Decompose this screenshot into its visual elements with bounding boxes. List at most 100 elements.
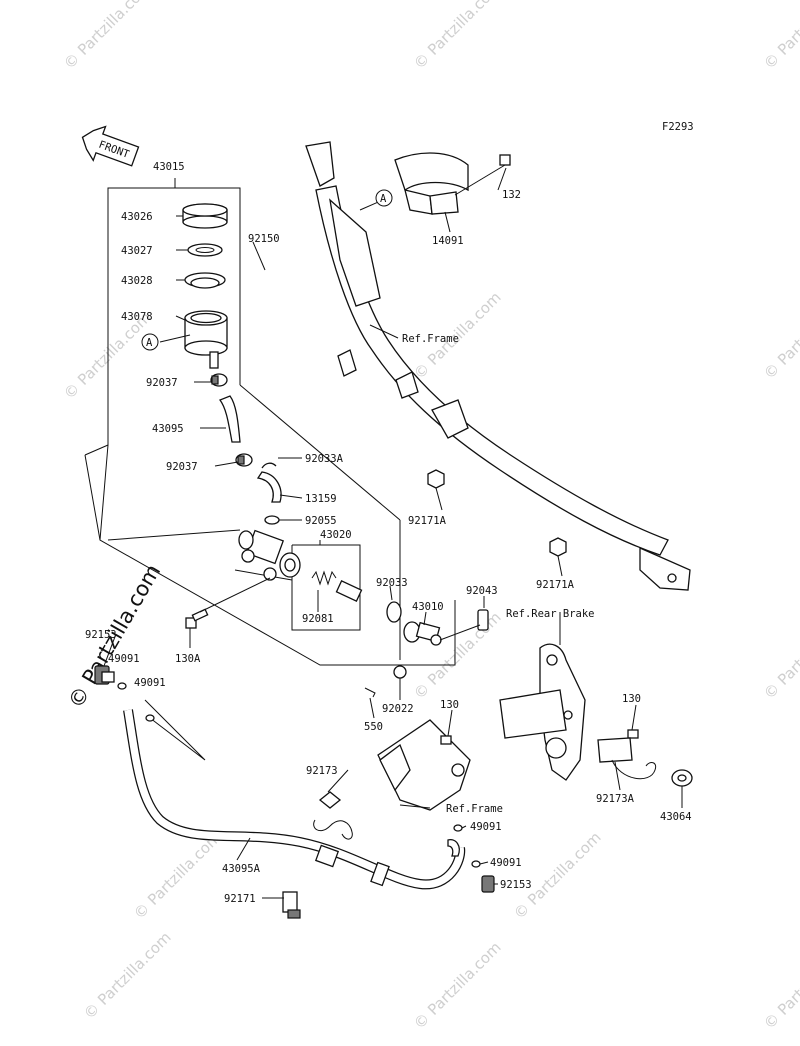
part-label-130: 130 (440, 699, 459, 711)
guard-14091 (394, 152, 469, 215)
watermark: © Partzilla.com (760, 938, 800, 1033)
oring-92055 (264, 515, 280, 525)
watermark: © Partzilla.com (760, 608, 800, 703)
part-label-92171A: 92171A (536, 579, 575, 591)
part-label-49091: 49091 (470, 821, 502, 833)
washer-49091-b (145, 714, 155, 722)
reservoir-body (184, 310, 228, 369)
clamp-92171 (282, 891, 301, 919)
bolt-130-right (627, 729, 639, 739)
part-label-43095A: 43095A (222, 863, 261, 875)
part-label-92171: 92171 (224, 893, 256, 905)
banjo-bolt-92153-upper (94, 665, 115, 685)
part-label-49091: 49091 (134, 677, 166, 689)
elbow-13159 (256, 471, 282, 503)
pushrod-43010 (403, 621, 442, 646)
part-label-13159: 13159 (305, 493, 337, 505)
part-label-92037: 92037 (166, 461, 198, 473)
clip-92173A (597, 737, 657, 780)
nut-92171A-upper (427, 469, 445, 489)
part-label-92022: 92022 (382, 703, 414, 715)
part-label-92043: 92043 (466, 585, 498, 597)
reservoir-diaphragm (184, 272, 226, 289)
leader-lines (103, 167, 683, 899)
grommet-43064 (671, 769, 693, 787)
part-label-43078: 43078 (121, 311, 153, 323)
banjo-fitting-lower (447, 839, 460, 857)
part-label-92055: 92055 (305, 515, 337, 527)
clamp-92037-upper (210, 373, 228, 387)
part-labels: 43015 43026 43027 43028 43078 92150 9203… (85, 161, 692, 905)
master-cylinder-body (238, 529, 301, 581)
watermark: © Partzilla.com (130, 828, 225, 923)
part-label-43020: 43020 (320, 529, 352, 541)
watermark: © Partzilla.com (80, 928, 175, 1023)
washer-49091-a (117, 682, 127, 690)
ref-frame-lower: Ref.Frame (446, 803, 503, 815)
pin-92043 (439, 609, 489, 641)
callout-a-right: A (375, 189, 393, 207)
watermark: © Partzilla.com (60, 0, 155, 73)
part-label-92173A: 92173A (596, 793, 635, 805)
hose-43095A (123, 709, 466, 890)
part-label-49091: 49091 (490, 857, 522, 869)
part-label-43015: 43015 (153, 161, 185, 173)
plate-hole (195, 247, 215, 253)
part-label-43095: 43095 (152, 423, 184, 435)
washer-49091-c (453, 824, 463, 832)
part-label-49091: 49091 (108, 653, 140, 665)
washer-49091-d (471, 860, 481, 868)
watermark: © Partzilla.com (410, 938, 505, 1033)
piston-43020 (335, 580, 363, 602)
watermark: © Partzilla.com (760, 0, 800, 73)
part-label-43026: 43026 (121, 211, 153, 223)
part-label-130A: 130A (175, 653, 201, 665)
part-label-92153: 92153 (85, 629, 117, 641)
bolt-130-lower (440, 735, 452, 745)
callout-a-left: A (141, 333, 159, 351)
part-label-92033: 92033 (376, 577, 408, 589)
part-label-92150: 92150 (248, 233, 280, 245)
reservoir-bracket (84, 178, 401, 660)
part-label-14091: 14091 (432, 235, 464, 247)
front-arrow: FRONT (81, 125, 140, 167)
part-label-92037: 92037 (146, 377, 178, 389)
piston-spring-92081 (311, 570, 337, 586)
frame-upper (305, 141, 691, 591)
banjo-bolt-92153-lower (481, 875, 495, 893)
svg-text:A: A (146, 337, 153, 349)
hose-43095 (218, 395, 241, 443)
part-label-92081: 92081 (302, 613, 334, 625)
frame-lower (377, 719, 471, 811)
watermark: © Partzilla.com (410, 0, 505, 73)
circlip-92033A (261, 462, 277, 469)
part-label-43028: 43028 (121, 275, 153, 287)
bolt-130A (185, 577, 271, 629)
washer-92022 (393, 665, 407, 679)
clip-92173 (313, 791, 353, 840)
part-label-550: 550 (364, 721, 383, 733)
part-label-92171A: 92171A (408, 515, 447, 527)
reservoir-plate (187, 243, 223, 257)
part-label-130: 130 (622, 693, 641, 705)
nut-92171A-lower (549, 537, 567, 557)
bolt-132 (454, 154, 511, 196)
part-label-92033A: 92033A (305, 453, 344, 465)
cotter-pin-550 (364, 687, 376, 698)
part-label-132: 132 (502, 189, 521, 201)
watermark: © Partzilla.com (760, 288, 800, 383)
diagram-code: F2293 (662, 121, 694, 133)
watermark: © Partzilla.com (510, 828, 605, 923)
part-label-43027: 43027 (121, 245, 153, 257)
svg-text:A: A (380, 193, 387, 205)
ref-frame-upper: Ref.Frame (402, 333, 459, 345)
rear-brake-bracket (499, 643, 586, 781)
ref-rear-brake: Ref.Rear Brake (506, 608, 595, 620)
reservoir-cap (182, 203, 228, 229)
circlip-92033 (386, 601, 402, 623)
part-label-92153: 92153 (500, 879, 532, 891)
hose-bracket (144, 699, 206, 761)
master-cylinder-bracket (84, 444, 456, 666)
part-label-92173: 92173 (306, 765, 338, 777)
